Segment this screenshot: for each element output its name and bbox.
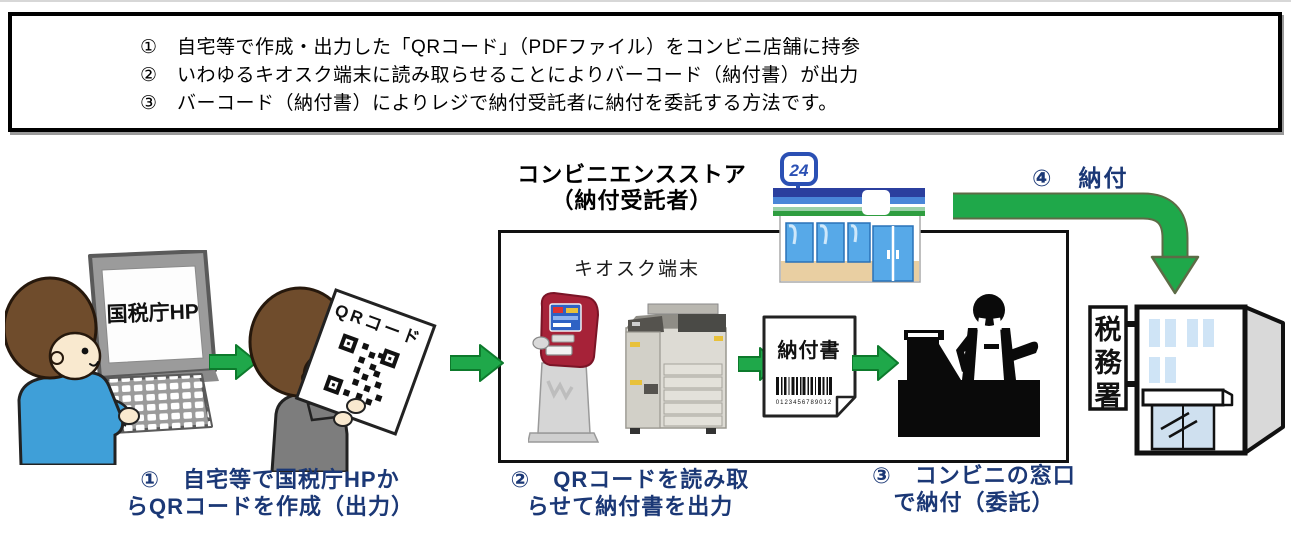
laptop-screen-label: 国税庁HP [106,299,199,326]
explanation-line-3: ③ バーコード（納付書）によりレジで納付受託者に納付を委託する方法です。 [140,93,838,114]
store-header-line2: （納付受託者） [551,188,713,213]
store-windows [785,222,871,263]
barcode-digits: 0123456789012 [776,400,832,406]
svg-text:務: 務 [1095,348,1123,378]
person-1-face [48,331,102,381]
caption-step2-line2: らせて納付書を出力 [526,494,734,519]
flow-arrow-4-icon [852,345,899,381]
tax-office-sign: 税 務 署 [1095,315,1123,411]
page-top-hairline [0,0,1291,2]
caption-step1-line1: ① 自宅等で国税庁HPか [140,467,400,492]
step4-label: ④ 納付 [1032,165,1129,191]
store-header-line1: コンビニエンスストア [517,162,747,187]
store-header: コンビニエンスストア （納付受託者） [498,162,766,214]
caption-step2: ② QRコードを読み取 らせて納付書を出力 [462,466,798,520]
caption-step3-line2: で納付（委託） [893,490,1055,515]
caption-step3-line1: ③ コンビニの窓口 [872,463,1076,488]
explanation-box: ① 自宅等で作成・出力した「QRコード」（PDFファイル）をコンビニ店舗に持参 … [8,12,1282,132]
tax-office-door [1141,388,1234,451]
flow-arrow-2-icon [450,344,504,382]
payment-slip: 納付書 0123456789012 [762,315,857,418]
person-at-laptop-illustration: 国税庁HP [5,250,219,465]
convenience-store-icon: 24 [773,152,925,283]
caption-step1: ① 自宅等で国税庁HPか らQRコードを作成（出力） [70,466,470,520]
cashier-register-icon [898,294,1040,437]
explanation-line-2: ② いわゆるキオスク端末に読み取らせることによりバーコード（納付書）が出力 [140,65,859,86]
flow-arrow-step4-icon [953,192,1200,295]
flow-arrow-1-icon [209,344,258,380]
store-door [872,225,914,282]
explanation-text: ① 自宅等で作成・出力した「QRコード」（PDFファイル）をコンビニ店舗に持参 … [140,34,1278,118]
person-1 [5,276,140,465]
store-24-sign: 24 [789,161,809,180]
caption-step1-line2: らQRコードを作成（出力） [125,494,414,519]
svg-text:署: 署 [1095,381,1122,411]
kiosk-terminal-icon [528,291,600,443]
explanation-line-1: ① 自宅等で作成・出力した「QRコード」（PDFファイル）をコンビニ店舗に持参 [140,37,861,58]
tax-office-icon: 税 務 署 [1088,304,1285,456]
payment-slip-title: 納付書 [778,338,841,362]
tax-office-windows [1149,319,1214,383]
store-awning [773,188,925,216]
caption-step2-line1: ② QRコードを読み取 [510,467,750,492]
person-with-qr-paper-illustration: QRコード [248,286,437,472]
svg-text:税: 税 [1095,315,1122,345]
caption-step3: ③ コンビニの窓口 で納付（委託） [828,462,1120,516]
printer-icon [625,303,727,434]
kiosk-label: キオスク端末 [573,259,700,280]
